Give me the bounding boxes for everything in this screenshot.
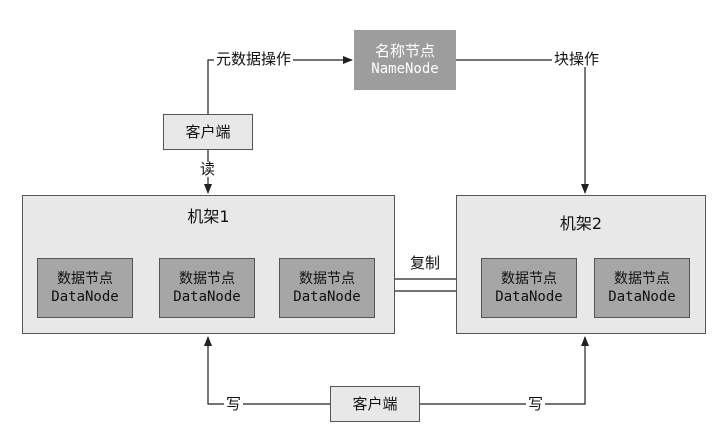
rack-1: 机架1 数据节点 DataNode 数据节点 DataNode 数据节点 Dat…	[22, 195, 395, 334]
datanode-rack1-3: 数据节点 DataNode	[279, 258, 375, 318]
namenode-title: 名称节点	[374, 41, 435, 60]
datanode-title: 数据节点	[501, 270, 557, 287]
datanode-subtitle: DataNode	[495, 289, 563, 305]
write-right-label: 写	[526, 395, 546, 413]
datanode-rack2-1: 数据节点 DataNode	[481, 258, 577, 318]
datanode-subtitle: DataNode	[51, 289, 119, 305]
write-left-label: 写	[224, 395, 244, 413]
datanode-rack1-2: 数据节点 DataNode	[159, 258, 255, 318]
datanode-subtitle: DataNode	[173, 289, 241, 305]
client-bottom-box: 客户端	[330, 386, 420, 422]
client-top-label: 客户端	[185, 122, 231, 141]
metadata-ops-connector	[207, 56, 353, 114]
block-ops-label: 块操作	[552, 50, 602, 68]
rack-2-title: 机架2	[559, 214, 603, 233]
datanode-title: 数据节点	[614, 270, 670, 287]
rack-1-title: 机架1	[187, 207, 230, 226]
metadata-ops-label: 元数据操作	[214, 50, 294, 68]
datanode-title: 数据节点	[299, 270, 355, 287]
datanode-title: 数据节点	[179, 270, 235, 287]
rack-2: 机架2 数据节点 DataNode 数据节点 DataNode	[456, 195, 706, 334]
datanode-rack1-1: 数据节点 DataNode	[37, 258, 133, 318]
read-label: 读	[198, 160, 218, 178]
replicate-label: 复制	[410, 254, 441, 272]
namenode-subtitle: NameNode	[371, 60, 439, 77]
namenode-box: 名称节点 NameNode	[354, 30, 456, 90]
write-left-connector	[204, 336, 330, 405]
write-right-connector	[420, 336, 589, 405]
datanode-subtitle: DataNode	[608, 289, 676, 305]
block-ops-connector	[456, 59, 589, 194]
client-top-box: 客户端	[163, 114, 253, 150]
client-bottom-label: 客户端	[352, 394, 398, 413]
datanode-title: 数据节点	[57, 270, 113, 287]
datanode-rack2-2: 数据节点 DataNode	[594, 258, 690, 318]
datanode-subtitle: DataNode	[293, 289, 361, 305]
